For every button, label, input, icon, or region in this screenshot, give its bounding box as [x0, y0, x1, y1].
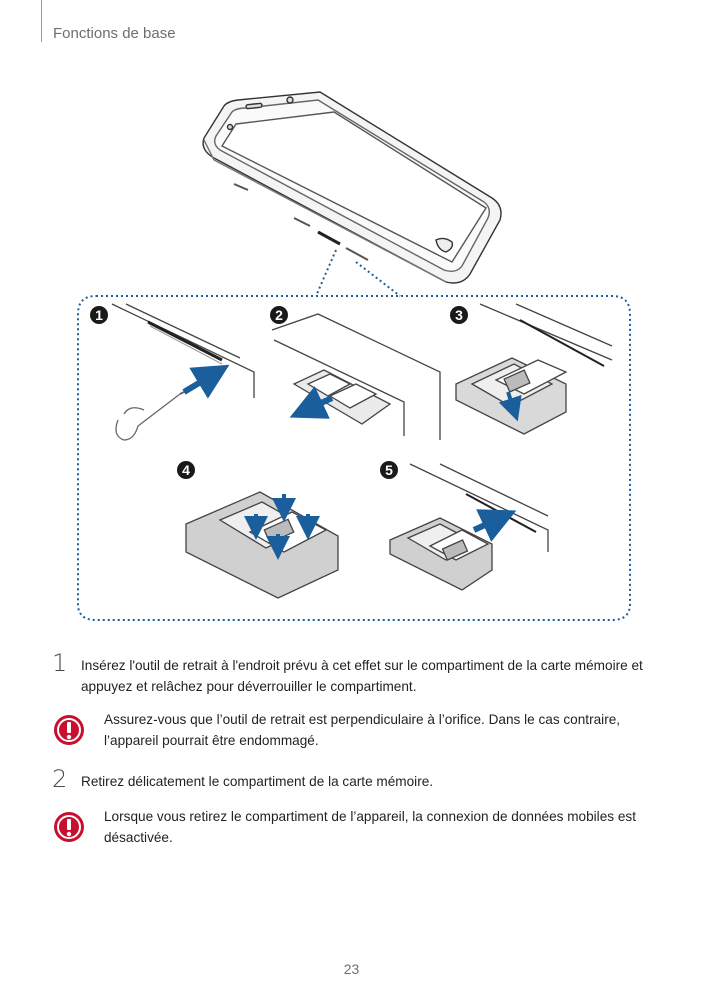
svg-text:2: 2 [275, 307, 283, 323]
caution-text: Lorsque vous retirez le compartiment de … [104, 809, 636, 845]
sim-tray-illustration: 1 2 3 4 5 [77, 91, 631, 621]
step-badge-4: 4 [177, 461, 195, 479]
panel-4-illustration [185, 491, 339, 599]
panel-5-illustration [389, 463, 549, 591]
callout-frame [77, 249, 631, 621]
svg-text:3: 3 [455, 307, 463, 323]
svg-text:4: 4 [182, 462, 190, 478]
caution-icon [54, 812, 84, 842]
step-number: 2 [52, 765, 68, 793]
step-badge-5: 5 [380, 461, 398, 479]
svg-text:1: 1 [95, 307, 103, 323]
panel-2-illustration [271, 313, 441, 440]
panel-1-illustration [111, 303, 255, 441]
page-header-title: Fonctions de base [53, 25, 176, 42]
caution-icon [54, 715, 84, 745]
step-text: Insérez l'outil de retrait à l'endroit p… [81, 658, 643, 694]
step-badge-2: 2 [270, 306, 288, 324]
caution-text: Assurez-vous que l’outil de retrait est … [104, 712, 621, 748]
step-text: Retirez délicatement le compartiment de … [81, 774, 434, 789]
header-rule [41, 0, 42, 42]
panel-3-illustration [455, 303, 613, 435]
step-number: 1 [52, 649, 68, 677]
step-badge-3: 3 [450, 306, 468, 324]
svg-text:5: 5 [385, 462, 393, 478]
step-badge-1: 1 [90, 306, 108, 324]
phone-illustration [202, 91, 502, 284]
page-number: 23 [343, 961, 360, 977]
